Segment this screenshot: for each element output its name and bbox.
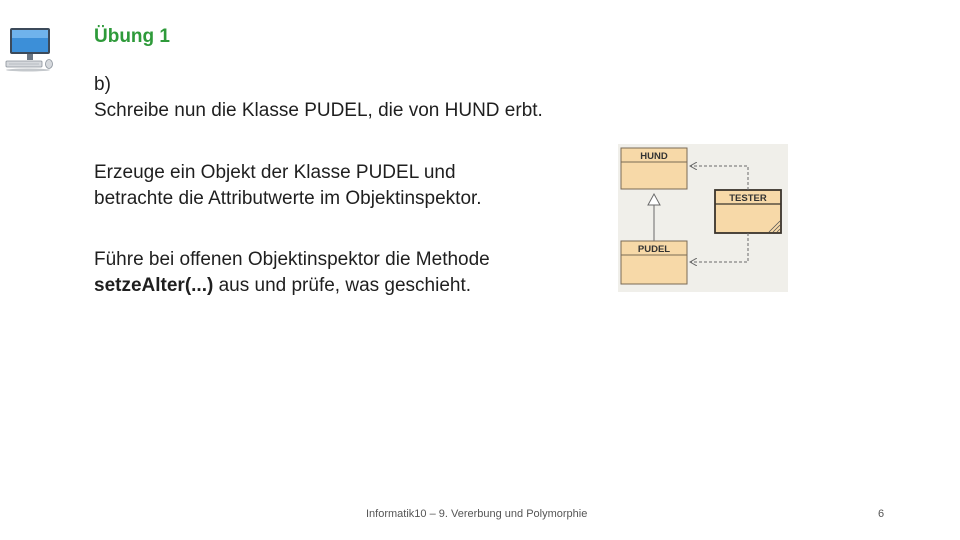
uml-class-pudel: PUDEL <box>620 240 688 285</box>
footer-text: Informatik10 – 9. Vererbung und Polymorp… <box>366 508 588 520</box>
task-instruction: Schreibe nun die Klasse PUDEL, die von H… <box>94 100 543 121</box>
method-line-2: setzeAlter(...) aus und prüfe, was gesch… <box>94 273 614 299</box>
object-paragraph: Erzeuge ein Objekt der Klasse PUDEL und … <box>94 160 614 212</box>
desktop-computer-icon <box>4 26 56 72</box>
uml-class-hund: HUND <box>620 147 688 190</box>
uml-dependency-arrow-hund <box>690 166 749 190</box>
object-line-2: betrachte die Attributwerte im Objektins… <box>94 188 482 209</box>
slide-title: Übung 1 <box>94 26 170 47</box>
uml-class-hund-label: HUND <box>640 151 668 162</box>
method-name: setzeAlter(...) <box>94 275 214 296</box>
method-line-rest: aus und prüfe, was geschieht. <box>213 275 472 296</box>
method-line-1: Führe bei offenen Objektinspektor die Me… <box>94 249 490 270</box>
page-number: 6 <box>878 508 885 520</box>
uml-class-tester: TESTER <box>714 189 782 234</box>
uml-inheritance-arrow <box>647 192 661 241</box>
uml-class-diagram: HUND PUDEL TESTER <box>618 144 788 292</box>
task-paragraph-b: b) Schreibe nun die Klasse PUDEL, die vo… <box>94 72 614 124</box>
uml-class-tester-label: TESTER <box>729 193 767 204</box>
method-paragraph: Führe bei offenen Objektinspektor die Me… <box>94 247 614 299</box>
object-line-1: Erzeuge ein Objekt der Klasse PUDEL und <box>94 162 456 183</box>
uml-dependency-arrow-pudel <box>690 233 749 262</box>
task-label: b) <box>94 74 111 95</box>
uml-class-pudel-label: PUDEL <box>638 244 670 255</box>
